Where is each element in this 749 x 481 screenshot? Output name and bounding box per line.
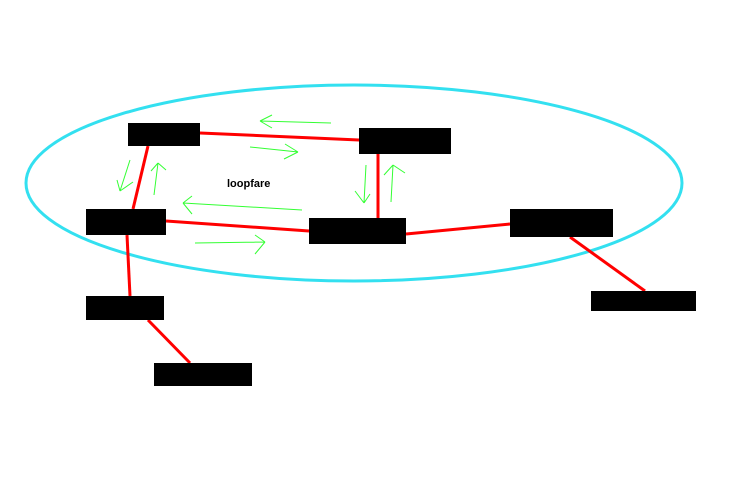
link-n1-n3: [131, 145, 150, 210]
link-n6-n7: [146, 318, 192, 365]
node-n7[interactable]: [154, 363, 252, 386]
arrow-icon: [259, 114, 332, 129]
node-n6[interactable]: [86, 296, 164, 320]
arrow-icon: [383, 164, 406, 203]
link-n1-n2: [199, 131, 360, 142]
node-n2[interactable]: [359, 128, 451, 154]
arrow-icon: [116, 159, 134, 192]
node-n5[interactable]: [510, 209, 613, 237]
loop-label: loopfare: [227, 178, 270, 190]
link-n4-n5: [405, 222, 511, 236]
arrow-icon: [182, 195, 303, 215]
link-n3-n6: [125, 234, 132, 297]
flow-arrows: [116, 114, 406, 255]
node-n8[interactable]: [591, 291, 696, 311]
link-n5-n8: [569, 235, 646, 293]
link-n3-n4: [165, 219, 310, 233]
links: [125, 131, 646, 365]
loop-boundary-ellipse: [24, 83, 684, 283]
arrow-icon: [150, 162, 167, 196]
nodes: [86, 123, 696, 386]
node-n3[interactable]: [86, 209, 166, 235]
arrow-icon: [194, 234, 266, 255]
arrow-icon: [354, 164, 371, 204]
node-n1[interactable]: [128, 123, 200, 146]
arrow-icon: [249, 143, 299, 160]
node-n4[interactable]: [309, 218, 406, 244]
